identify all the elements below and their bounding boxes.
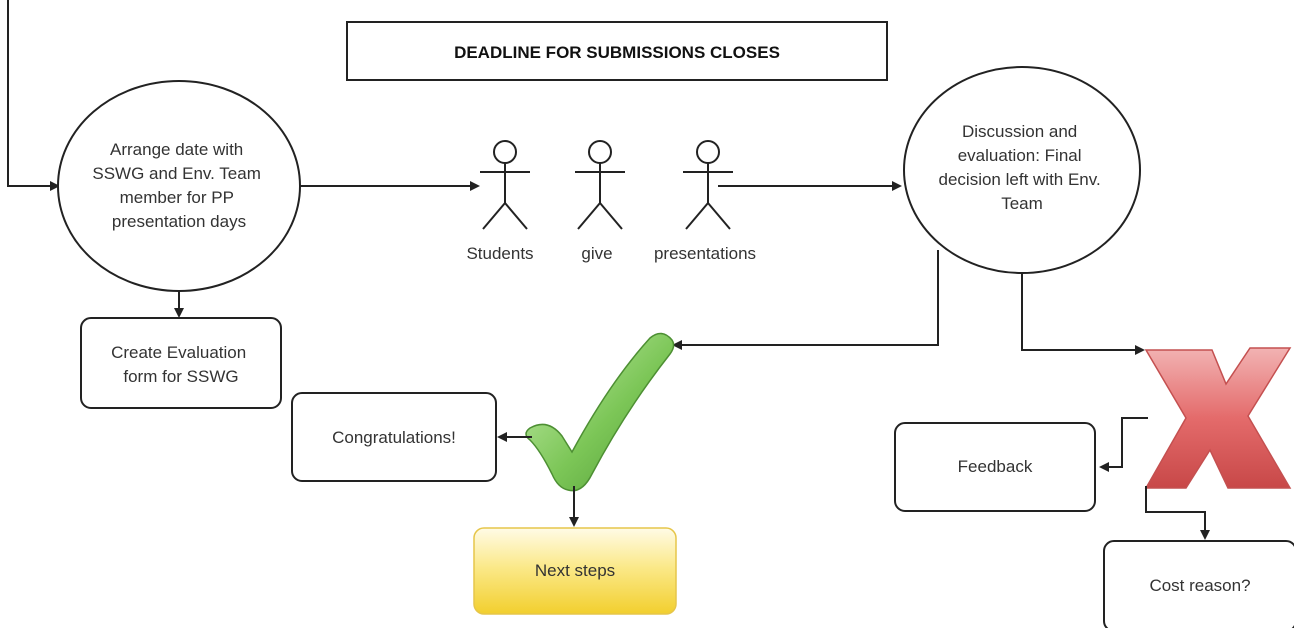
- svg-text:Discussion and evaluatio: Discussion and evaluation: Final decisio…: [939, 122, 1106, 213]
- actor-student-1: [480, 140, 530, 230]
- discussion-node: Discussion and evaluation: Final decisio…: [903, 66, 1141, 274]
- evaluation-form-line-1: Create Evaluation: [111, 343, 246, 362]
- arrange-line-1: Arrange date with: [110, 140, 243, 159]
- actor-label-presentations: presentations: [654, 244, 756, 263]
- checkmark-icon: [525, 332, 675, 492]
- arrange-node: Arrange date with SSWG and Env. Team mem…: [57, 80, 301, 292]
- title-box: DEADLINE FOR SUBMISSIONS CLOSES: [346, 21, 888, 81]
- congrats-label: Congratulations!: [332, 428, 456, 447]
- arrange-line-3: member for PP: [120, 188, 234, 207]
- next-steps-node: Next steps: [473, 527, 677, 615]
- actor-label-give: give: [581, 244, 612, 263]
- cost-label: Cost reason?: [1149, 576, 1250, 595]
- discussion-line-3: decision left with Env.: [939, 170, 1101, 189]
- actor-student-3: [683, 140, 733, 230]
- arrange-line-2: SSWG and Env. Team: [92, 164, 261, 183]
- incoming-edge: [7, 0, 60, 191]
- evaluation-form-line-2: form for SSWG: [123, 367, 238, 386]
- svg-text:Create Evaluation form f: Create Evaluation form for SSWG: [111, 343, 251, 386]
- discussion-to-check-edge: [672, 250, 939, 350]
- cost-node: Cost reason?: [1103, 540, 1294, 628]
- discussion-to-cross-edge: [1021, 273, 1145, 355]
- evaluation-form-node: Create Evaluation form for SSWG: [80, 317, 282, 409]
- congrats-node: Congratulations!: [291, 392, 497, 482]
- diagram-title: DEADLINE FOR SUBMISSIONS CLOSES: [454, 43, 780, 62]
- next-steps-label: Next steps: [535, 561, 615, 580]
- discussion-line-1: Discussion and: [962, 122, 1077, 141]
- cross-icon: [1144, 347, 1292, 489]
- cross-to-feedback-edge: [1099, 417, 1148, 472]
- svg-text:Arrange date with SSWG a: Arrange date with SSWG and Env. Team mem…: [92, 140, 265, 231]
- feedback-label: Feedback: [958, 457, 1033, 476]
- discussion-line-4: Team: [1001, 194, 1043, 213]
- arrange-line-4: presentation days: [112, 212, 246, 231]
- cross-to-cost-edge: [1145, 486, 1210, 540]
- feedback-node: Feedback: [894, 422, 1096, 512]
- discussion-line-2: evaluation: Final: [958, 146, 1082, 165]
- actor-label-students: Students: [466, 244, 533, 263]
- actor-student-2: [575, 140, 625, 230]
